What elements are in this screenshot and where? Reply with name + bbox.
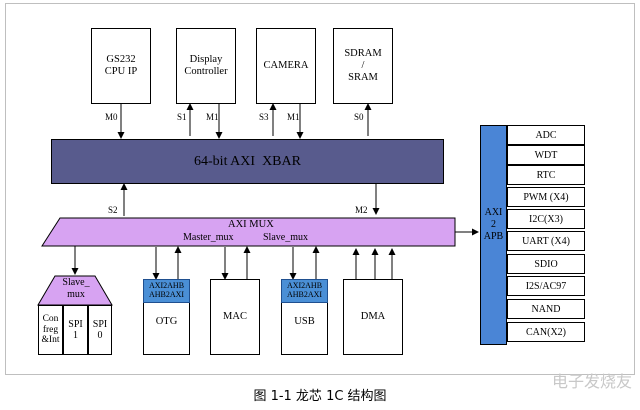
port-label-s2: S2 (108, 205, 118, 215)
camera-block: CAMERA (256, 28, 316, 104)
port-label-s3: S3 (259, 112, 269, 122)
axi-xbar-block: 64-bit AXI XBAR (51, 139, 444, 184)
cpu-ip-block: GS232 CPU IP (91, 28, 151, 104)
axi-mux-slave-label: Slave_mux (263, 232, 308, 243)
spi1-cell: SPI 1 (63, 305, 88, 355)
confreg-int-cell: Con freg &Int (38, 305, 63, 355)
apb-item-i2s: I2S/AC97 (507, 276, 585, 296)
axi-mux-title: AXI MUX (228, 219, 274, 230)
axi2apb-block: AXI 2 APB (480, 125, 507, 345)
apb-item-rtc: RTC (507, 165, 585, 185)
apb-item-sdio: SDIO (507, 254, 585, 274)
sdram-sram-block: SDRAM / SRAM (333, 28, 393, 104)
port-label-m1a: M1 (206, 112, 219, 122)
apb-item-uart: UART (X4) (507, 231, 585, 251)
display-controller-block: Display Controller (176, 28, 236, 104)
usb-bridge-tag: AXI2AHB AHB2AXI (281, 279, 328, 303)
apb-item-adc: ADC (507, 125, 585, 145)
apb-item-nand: NAND (507, 299, 585, 319)
slave-mux-title: Slave_ mux (62, 277, 90, 300)
otg-bridge-tag: AXI2AHB AHB2AXI (143, 279, 190, 303)
mac-block: MAC (210, 279, 260, 355)
apb-item-pwm: PWM (X4) (507, 187, 585, 207)
dma-block: DMA (343, 279, 403, 355)
port-label-s1: S1 (177, 112, 187, 122)
apb-item-wdt: WDT (507, 145, 585, 165)
port-label-m2: M2 (355, 205, 368, 215)
watermark: 电子发烧友 (551, 372, 632, 391)
diagram-border (5, 3, 635, 375)
slave-mux-shape (37, 275, 113, 306)
apb-item-i2c: I2C(X3) (507, 209, 585, 229)
figure-caption: 图 1-1 龙芯 1C 结构图 (253, 389, 387, 404)
port-label-m0: M0 (105, 112, 118, 122)
apb-item-can: CAN(X2) (507, 322, 585, 342)
axi-mux-master-label: Master_mux (183, 232, 234, 243)
port-label-s0: S0 (354, 112, 364, 122)
axi-mux-shape (41, 217, 456, 247)
port-label-m1b: M1 (287, 112, 300, 122)
spi0-cell: SPI 0 (88, 305, 112, 355)
